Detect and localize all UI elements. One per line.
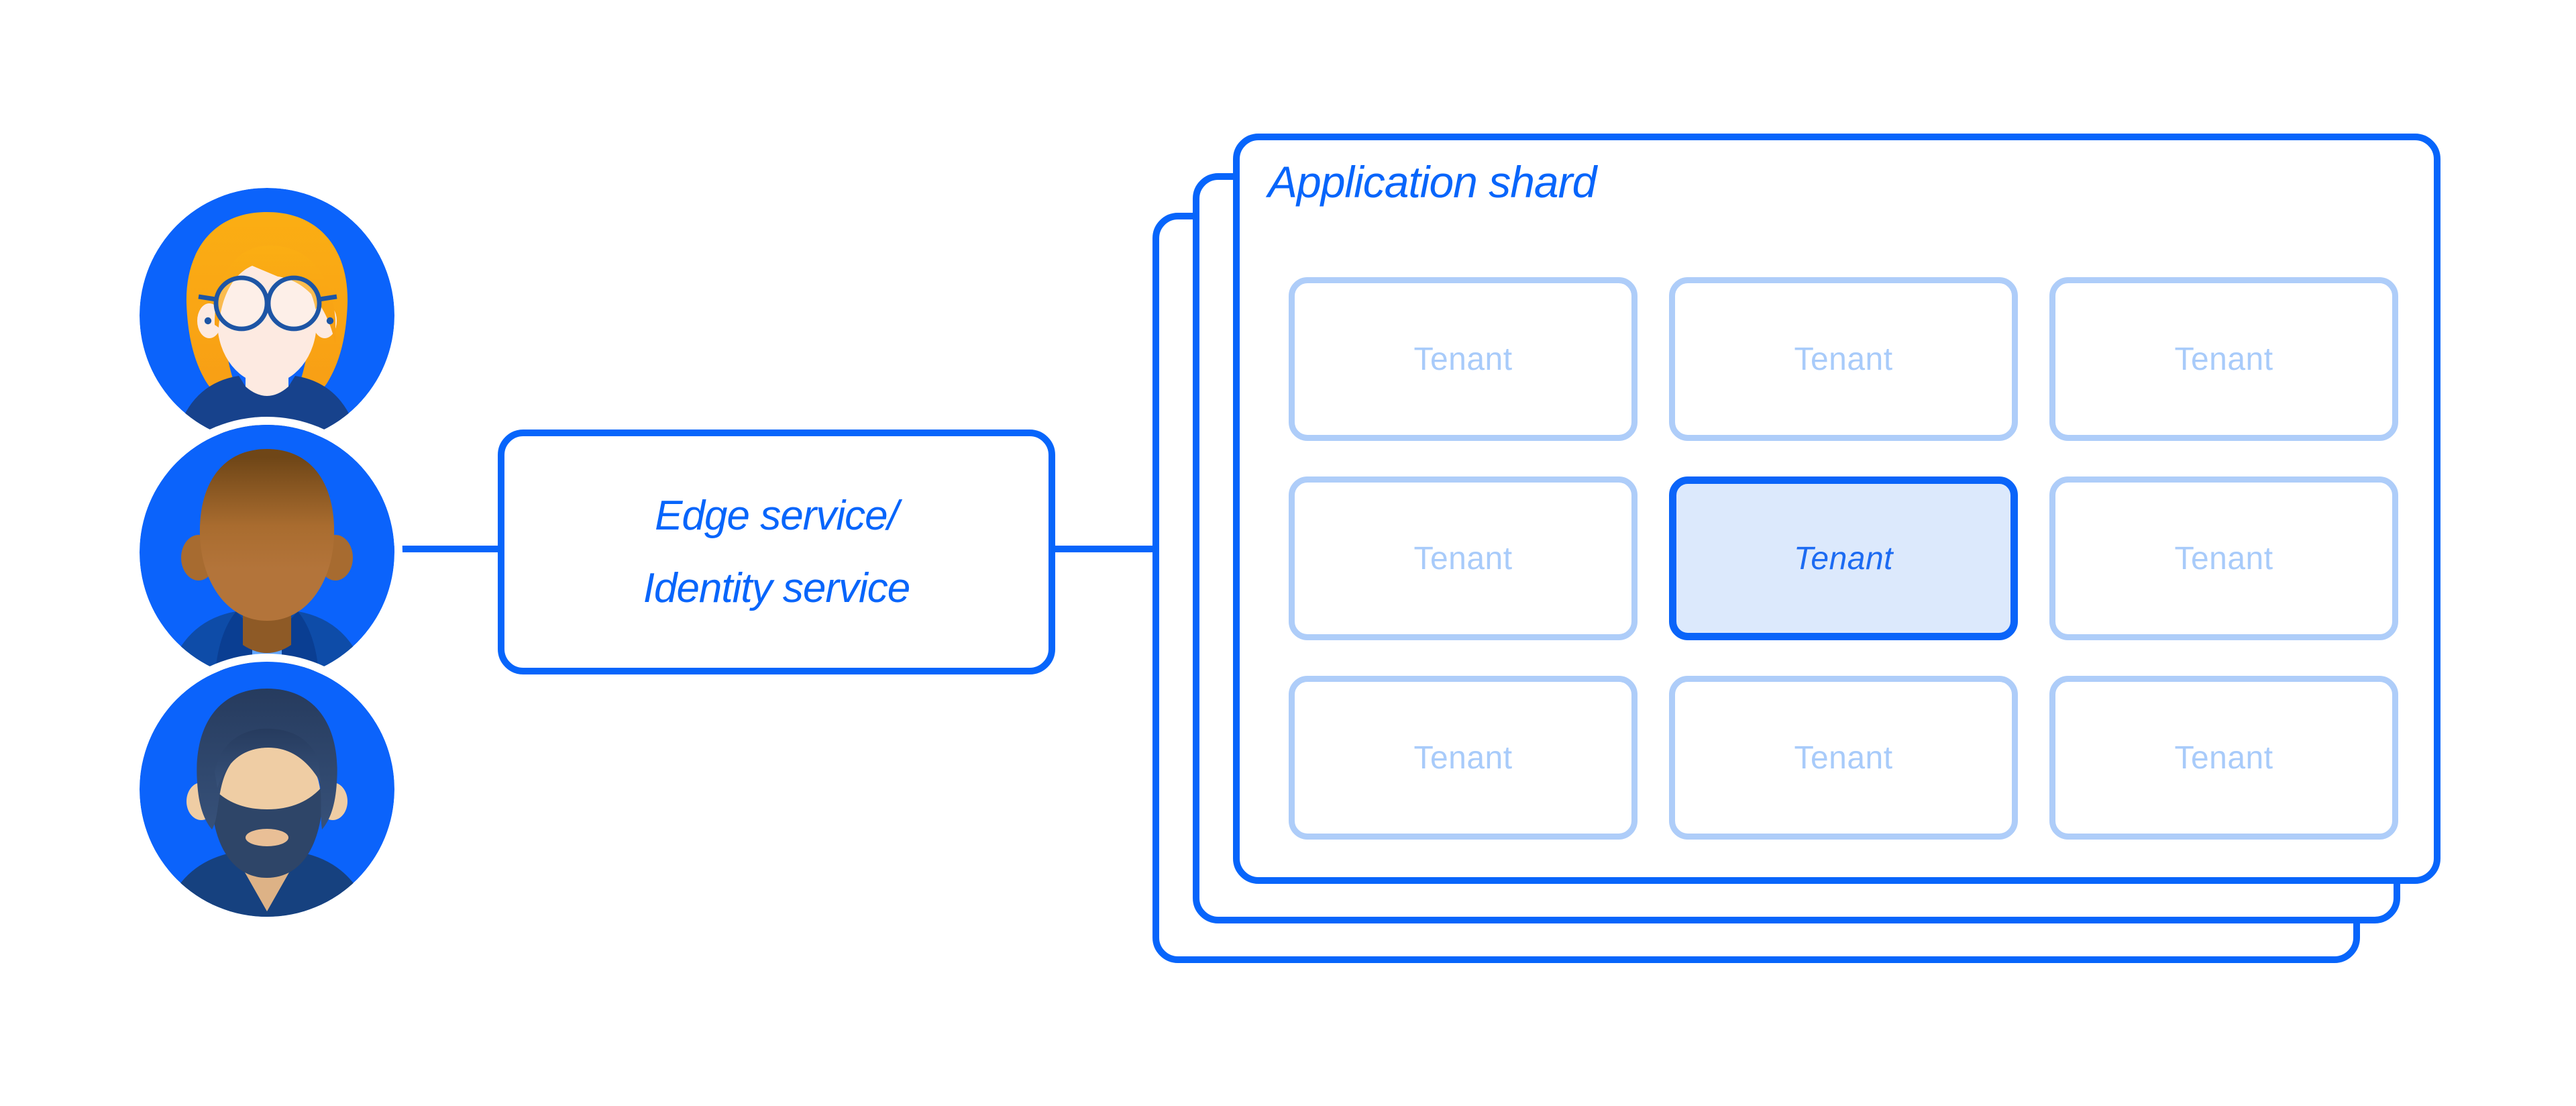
tenant-label: Tenant	[1413, 740, 1513, 776]
tenant-label: Tenant	[1413, 540, 1513, 576]
tenant-box: Tenant	[2049, 277, 2398, 441]
tenant-box: Tenant	[1289, 476, 1638, 640]
edge-identity-service-box: Edge service/ Identity service	[498, 430, 1055, 674]
connector-users-to-edge-service	[392, 546, 500, 552]
avatar-bearded-man-icon	[140, 662, 394, 917]
users-group	[140, 188, 394, 917]
tenant-label: Tenant	[2174, 740, 2273, 776]
tenant-label: Tenant	[2174, 341, 2273, 377]
edge-service-label-line2: Identity service	[643, 564, 911, 611]
connector-edge-service-to-shard	[1053, 546, 1155, 552]
avatar-woman-glasses-icon	[140, 188, 394, 443]
tenant-box: Tenant	[1289, 277, 1638, 441]
tenant-box: Tenant	[2049, 676, 2398, 840]
tenant-box: Tenant	[1669, 277, 2018, 441]
tenant-box: Tenant	[1669, 676, 2018, 840]
edge-service-label-line1: Edge service/	[655, 492, 899, 539]
application-shard-panel-front: Application shard Tenant Tenant Tenant T…	[1233, 134, 2440, 884]
tenant-label: Tenant	[1413, 341, 1513, 377]
tenant-box: Tenant	[2049, 476, 2398, 640]
tenant-box-active: Tenant	[1669, 476, 2018, 640]
tenant-grid: Tenant Tenant Tenant Tenant Tenant Tenan…	[1289, 277, 2398, 840]
tenant-box: Tenant	[1289, 676, 1638, 840]
application-shard-title: Application shard	[1268, 157, 1597, 207]
tenant-label: Tenant	[1793, 540, 1894, 576]
tenant-label: Tenant	[1794, 341, 1893, 377]
avatar-bald-man-icon	[140, 425, 394, 680]
tenant-label: Tenant	[1794, 740, 1893, 776]
tenant-label: Tenant	[2174, 540, 2273, 576]
